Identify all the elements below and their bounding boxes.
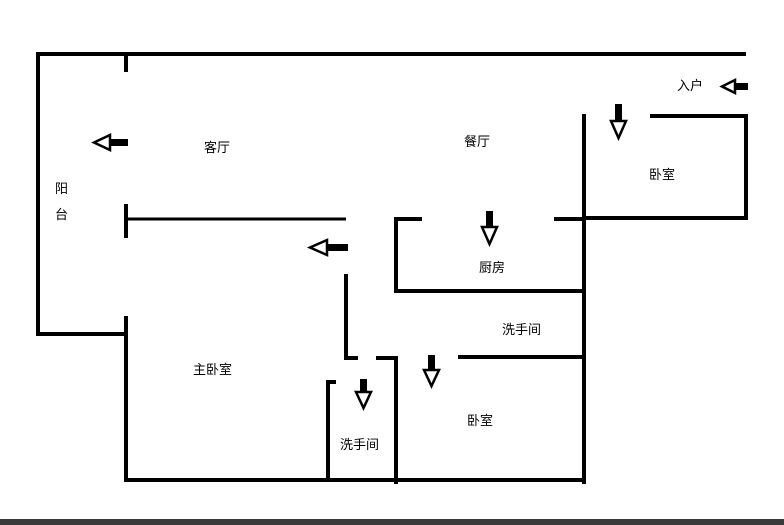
walls bbox=[36, 52, 748, 484]
arrow-icon bbox=[306, 238, 348, 257]
bottom-edge-bar bbox=[0, 519, 784, 525]
label-dining-room: 餐厅 bbox=[464, 134, 490, 150]
label-balcony-1: 阳 bbox=[55, 182, 68, 197]
arrow-icon bbox=[354, 379, 373, 411]
label-living-room: 客厅 bbox=[204, 140, 230, 156]
label-bedroom-top-right: 卧室 bbox=[649, 167, 675, 183]
arrow-icon bbox=[719, 77, 748, 96]
label-master-bedroom: 主卧室 bbox=[193, 362, 232, 378]
label-bathroom-right: 洗手间 bbox=[502, 323, 541, 338]
arrow-icon bbox=[422, 355, 441, 389]
arrows bbox=[91, 77, 748, 411]
label-entrance: 入户 bbox=[677, 78, 703, 94]
arrow-icon bbox=[480, 211, 499, 248]
label-balcony-2: 台 bbox=[55, 208, 68, 223]
arrow-icon bbox=[609, 104, 628, 142]
label-bathroom-bottom: 洗手间 bbox=[340, 438, 379, 453]
room-labels: 客厅 餐厅 阳 台 入户 卧室 厨房 洗手间 主卧室 洗手间 卧室 bbox=[55, 78, 703, 453]
label-bedroom-bottom: 卧室 bbox=[467, 413, 493, 429]
label-kitchen: 厨房 bbox=[479, 260, 505, 276]
arrow-icon bbox=[91, 133, 128, 152]
